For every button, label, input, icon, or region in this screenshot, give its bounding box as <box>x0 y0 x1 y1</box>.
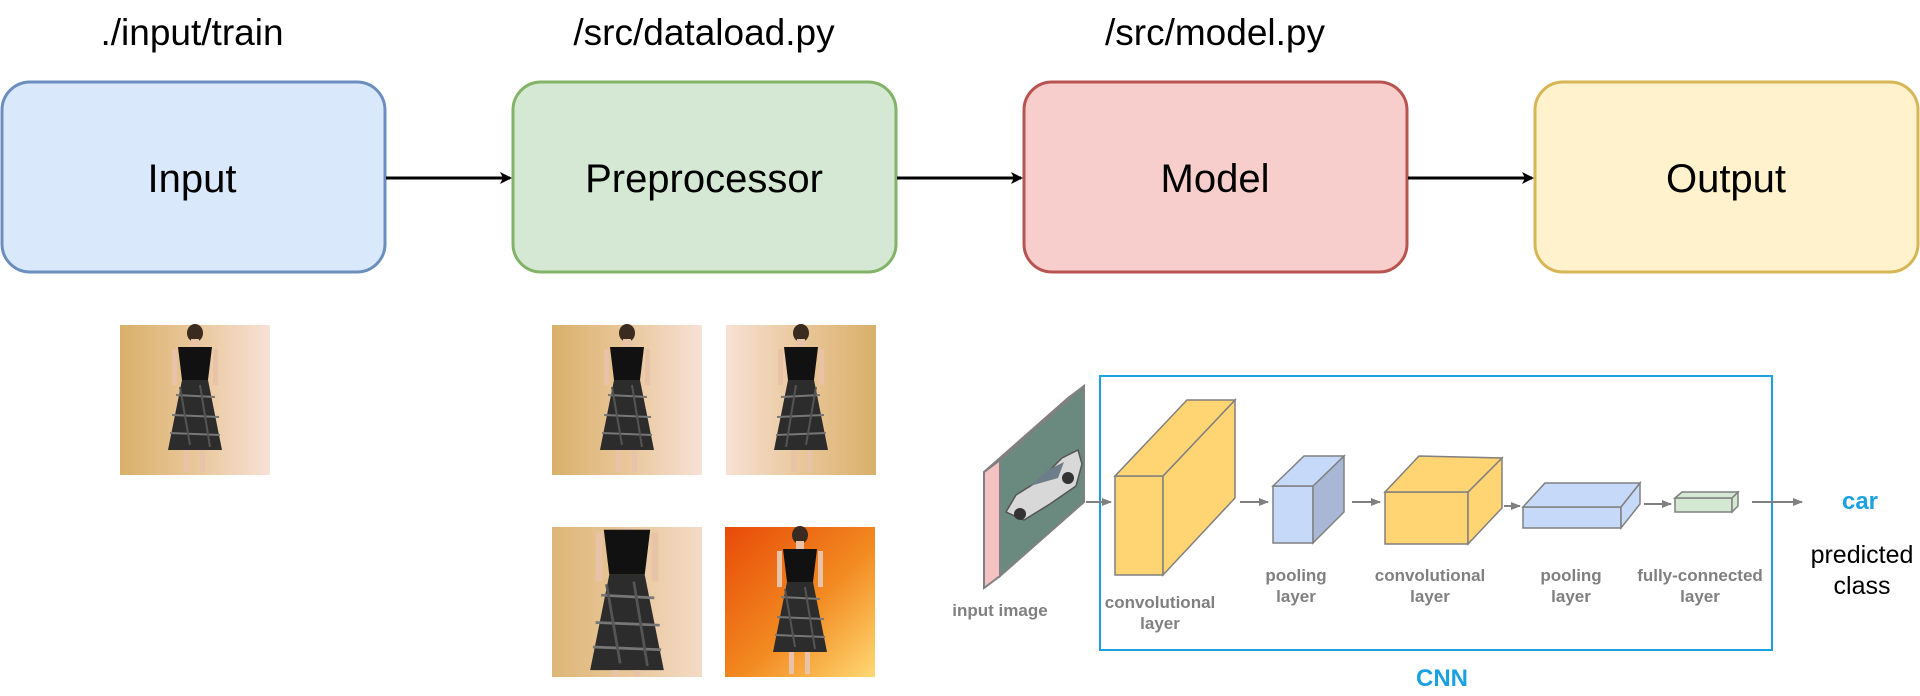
input-stage-box <box>0 80 387 274</box>
model-stage-box <box>1022 80 1409 274</box>
cnn-frame <box>1099 375 1773 651</box>
pool-layer-1-block <box>1271 454 1346 545</box>
input-stage-label: Input <box>148 157 237 201</box>
input-sample-image <box>120 323 270 475</box>
fc-layer-label-line2: layer <box>1680 587 1720 606</box>
pool-layer-1-label-line1: pooling <box>1265 566 1326 585</box>
preprocessor-stage-box <box>511 80 898 274</box>
input-image-label: input image <box>952 601 1047 620</box>
pool-layer-2-label-line2: layer <box>1551 587 1591 606</box>
cnn-input-image <box>983 383 1085 590</box>
cnn-title: CNN <box>1416 665 1468 692</box>
conv-layer-1-label-line1: convolutional <box>1105 593 1216 612</box>
augmented-image-original <box>552 323 702 475</box>
model-path-label: /src/model.py <box>1105 12 1326 53</box>
car-icon <box>1004 448 1083 521</box>
conv-layer-1-label-line2: layer <box>1140 614 1180 633</box>
predicted-class-label-line2: class <box>1834 572 1891 600</box>
conv-layer-2-block <box>1383 455 1504 546</box>
pool-layer-2-label-line1: pooling <box>1540 566 1601 585</box>
conv-layer-1-block <box>1113 398 1237 577</box>
pool-layer-1-label-line2: layer <box>1276 587 1316 606</box>
conv-layer-2-label-line2: layer <box>1410 587 1450 606</box>
fc-layer-label-line1: fully-connected <box>1637 566 1763 585</box>
augmented-image-color-jitter <box>725 525 875 677</box>
output-stage-label: Output <box>1666 157 1786 201</box>
preprocessor-path-label: /src/dataload.py <box>573 12 835 53</box>
predicted-class-value: car <box>1842 488 1878 515</box>
model-stage-label: Model <box>1161 157 1270 201</box>
predicted-class-label-line1: predicted <box>1811 541 1914 569</box>
output-stage-box <box>1533 80 1920 274</box>
conv-layer-2-label-line1: convolutional <box>1375 566 1486 585</box>
augmented-image-flipped <box>726 323 876 475</box>
pool-layer-2-block <box>1521 480 1642 531</box>
preprocessor-stage-label: Preprocessor <box>585 157 823 201</box>
fc-layer-block <box>1672 490 1740 514</box>
input-path-label: ./input/train <box>100 12 283 53</box>
augmented-image-cropped <box>552 527 702 677</box>
